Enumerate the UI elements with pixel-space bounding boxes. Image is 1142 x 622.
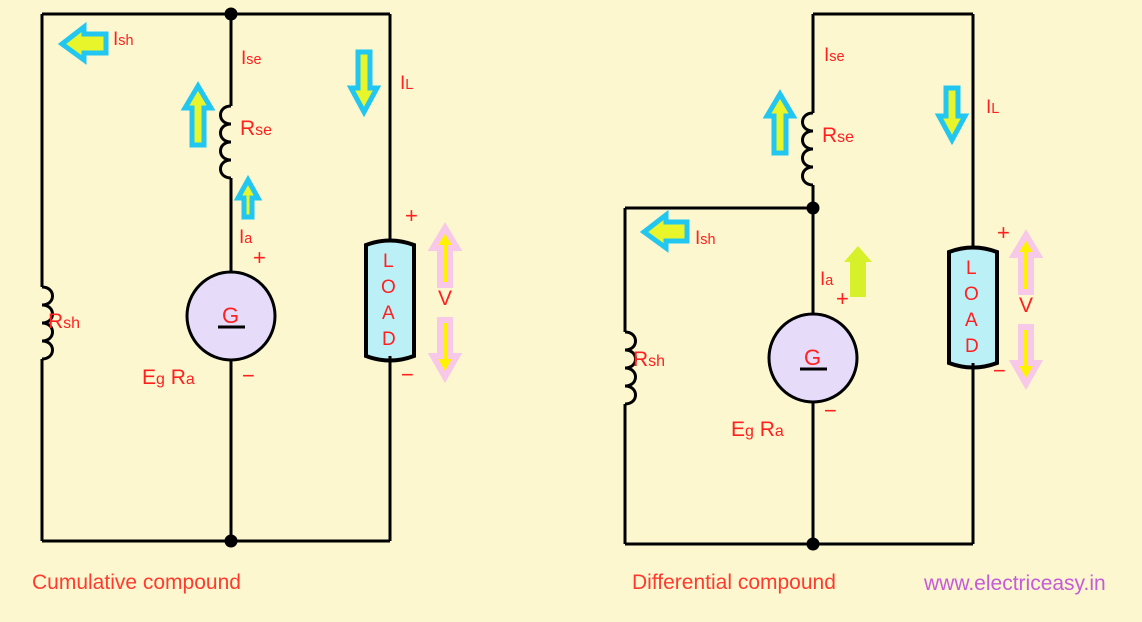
load-voltage-arrow-up-right xyxy=(1008,229,1044,295)
shunt-field-label: Rsh xyxy=(48,310,81,333)
armature-current-label: Ia xyxy=(239,227,253,248)
load-voltage-label: V xyxy=(438,287,453,310)
load-current-arrow xyxy=(346,49,382,118)
load-letter-l: L xyxy=(383,251,394,272)
series-current-label: Ise xyxy=(241,48,262,69)
junction-dot-bottom-right xyxy=(806,537,820,551)
load-body-right xyxy=(947,245,999,370)
series-current-label-right: Ise xyxy=(824,45,845,66)
shunt-current-arrow-right xyxy=(639,209,690,253)
load-voltage-label-right: V xyxy=(1019,294,1034,317)
load-body xyxy=(364,238,416,363)
load-letter-d-right: D xyxy=(965,336,979,357)
load-letter-a-right: A xyxy=(965,310,978,331)
load-current-label: IL xyxy=(400,73,414,94)
load-letter-l-right: L xyxy=(966,258,977,279)
armature-minus-label: − xyxy=(242,363,255,388)
site-watermark: www.electriceasy.in xyxy=(924,572,1106,595)
shunt-field-label-right: Rsh xyxy=(633,348,666,371)
shunt-field-coil-left xyxy=(41,285,54,361)
series-current-arrow xyxy=(180,81,216,148)
load-voltage-arrow-up xyxy=(427,222,463,288)
junction-dot-mid-right xyxy=(806,201,820,215)
load-letter-o: O xyxy=(381,277,396,298)
armature-current-label-right: Ia xyxy=(820,269,834,290)
series-field-label-right: Rse xyxy=(822,124,855,147)
series-field-coil xyxy=(219,104,232,180)
series-current-arrow-right xyxy=(762,89,798,156)
shunt-current-arrow xyxy=(57,21,109,65)
junction-dot-top xyxy=(224,7,238,21)
load-current-label-right: IL xyxy=(986,97,1000,118)
series-field-label: Rse xyxy=(240,117,273,140)
load-minus-label: − xyxy=(401,362,414,387)
shunt-current-label: Ish xyxy=(113,29,134,50)
generator-emf-label: Eg Ra xyxy=(142,366,195,389)
load-minus-label-right: − xyxy=(993,358,1006,383)
generator-emf-label-right: Eg Ra xyxy=(731,418,784,441)
armature-plus-label-right: + xyxy=(836,286,849,311)
series-field-coil-right xyxy=(801,111,814,187)
generator-symbol-label: G xyxy=(222,303,240,328)
armature-current-arrow-right xyxy=(844,246,872,297)
differential-compound-caption: Differential compound xyxy=(632,571,836,594)
load-plus-label: + xyxy=(405,203,418,228)
cumulative-compound-caption: Cumulative compound xyxy=(32,571,241,594)
armature-plus-label: + xyxy=(253,245,266,270)
junction-dot-bottom xyxy=(224,534,238,548)
cumulative-compound-circuit xyxy=(40,7,463,548)
load-voltage-arrow-down-right xyxy=(1008,324,1044,391)
load-letter-d: D xyxy=(382,329,396,350)
generator-symbol-label-right: G xyxy=(804,345,822,370)
shunt-current-label-right: Ish xyxy=(695,228,716,249)
differential-compound-circuit xyxy=(623,12,1044,551)
armature-current-arrow xyxy=(233,174,263,220)
load-plus-label-right: + xyxy=(997,220,1010,245)
armature-minus-label-right: − xyxy=(824,398,837,423)
load-voltage-arrow-down xyxy=(427,317,463,384)
load-current-arrow-right xyxy=(934,85,970,146)
load-letter-o-right: O xyxy=(964,284,979,305)
shunt-field-coil-right xyxy=(624,330,637,406)
load-letter-a: A xyxy=(382,303,395,324)
